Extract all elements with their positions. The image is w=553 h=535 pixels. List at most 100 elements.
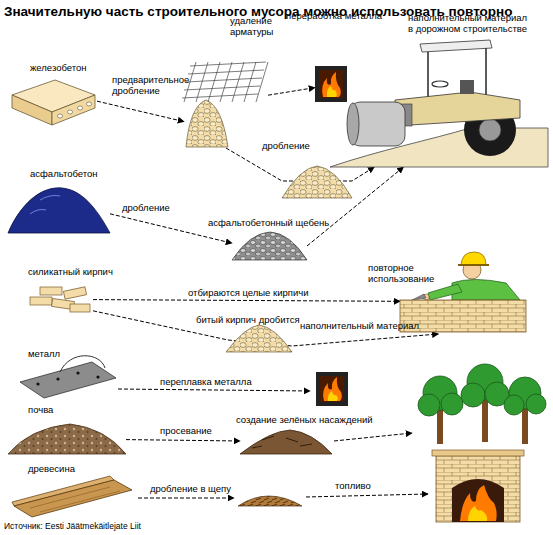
- hard-hat: [461, 252, 486, 265]
- tree-crown: [418, 394, 440, 416]
- material-node: асфальтобетонный щебень: [232, 232, 307, 260]
- roller-seat: [460, 80, 474, 94]
- soil-mound: [8, 424, 126, 454]
- tree-trunk: [482, 398, 488, 442]
- sheet-hole: [76, 371, 79, 374]
- material-node: удаление арматуры: [184, 60, 268, 148]
- drum-end: [347, 103, 359, 145]
- flow-arrow: [97, 101, 184, 121]
- material-node: асфальтобетон: [8, 185, 110, 233]
- flame: [328, 391, 338, 401]
- material-node: металл: [18, 362, 116, 398]
- material-node: наполнительный материал в дорожном строи…: [345, 42, 540, 167]
- edge-label: дробление: [122, 202, 192, 213]
- node-label: создание зелёных насаждений: [236, 414, 416, 425]
- slab-side: [12, 95, 52, 125]
- rebar-mesh: [182, 62, 268, 102]
- wheel-hub: [479, 119, 501, 141]
- node-label: наполнительный материал в дорожном строи…: [408, 12, 531, 34]
- node-label: металл: [28, 348, 108, 359]
- tree-crown: [461, 383, 485, 407]
- sheet-hole: [96, 375, 99, 378]
- slab-hole: [67, 110, 72, 114]
- wood-chip-pile: [238, 496, 302, 506]
- tree-crown: [504, 395, 524, 415]
- fireplace-opening: [452, 479, 504, 522]
- material-node: почва: [8, 422, 126, 454]
- brick: [63, 287, 86, 299]
- asphalt-highlight: [30, 196, 60, 215]
- process-label: переплавка металла: [160, 376, 280, 387]
- node-label: асфальтобетон: [30, 168, 120, 179]
- wood-grain: [30, 487, 120, 512]
- worker-arm: [428, 284, 462, 300]
- metal-sheet: [20, 362, 116, 398]
- trowel: [412, 294, 426, 300]
- broken-brick-pile: [226, 325, 292, 352]
- slab-hole: [86, 102, 91, 106]
- tree-trunk: [437, 408, 443, 444]
- node-label: почва: [28, 404, 108, 415]
- steering-wheel: [432, 81, 448, 87]
- asphalt-chip-pile: [232, 232, 307, 260]
- flow-arrow: [126, 440, 240, 441]
- furnace-frame: [316, 372, 348, 406]
- node-label: удаление арматуры: [230, 15, 285, 37]
- sheet-hole: [56, 377, 59, 380]
- node-label: повторное использование: [368, 262, 440, 284]
- crushed-pile: [282, 166, 352, 198]
- node-label: древесина: [28, 463, 118, 474]
- node-label: асфальтобетонный щебень: [208, 217, 348, 228]
- hat-brim: [458, 264, 489, 266]
- process-label: наполнительный материал: [300, 320, 430, 331]
- rubble-pile: [186, 100, 228, 147]
- slab-side: [52, 95, 95, 125]
- flow-arrow: [306, 494, 428, 497]
- flame: [460, 485, 497, 521]
- worker-body: [452, 280, 520, 301]
- sieved-soil: [240, 430, 332, 454]
- tree-crown: [441, 393, 463, 415]
- furnace-frame: [315, 66, 347, 102]
- flow-arrow: [138, 498, 234, 499]
- furnace-mouth: [320, 376, 344, 402]
- brick: [40, 287, 62, 295]
- flow-arrow: [93, 300, 400, 302]
- brick: [70, 304, 90, 312]
- roller-canopy: [420, 40, 492, 52]
- slab-hole: [77, 106, 82, 110]
- material-node: древесина: [8, 480, 133, 518]
- edge-label: дробление: [262, 140, 332, 151]
- flow-arrow: [268, 88, 315, 96]
- fireplace: [436, 454, 520, 522]
- metal-wire: [60, 356, 105, 372]
- material-node: переработка металла: [315, 66, 347, 102]
- process-label: дробление в щепу: [150, 483, 250, 494]
- slab-hole: [57, 114, 62, 118]
- material-node: повторное использование: [400, 248, 528, 334]
- edge-label: отбираются целые кирпичи: [188, 287, 338, 298]
- flame: [323, 377, 342, 401]
- material-node: силикатный кирпич: [28, 282, 93, 314]
- node-label: железобетон: [30, 62, 110, 73]
- flow-arrow: [118, 389, 310, 391]
- node-label: переработка металла: [286, 10, 396, 21]
- flame: [327, 86, 337, 97]
- material-node: железобетон: [10, 80, 97, 127]
- mantle: [432, 450, 524, 456]
- tree-crown: [526, 394, 546, 414]
- edge-label: предварительное дробление: [112, 74, 192, 96]
- flame: [468, 506, 487, 521]
- roller-body: [395, 92, 520, 126]
- material-node: создание зелёных насаждений: [240, 428, 332, 454]
- asphalt-mound: [8, 188, 110, 233]
- tree-trunk: [522, 408, 528, 444]
- node-label: силикатный кирпич: [28, 266, 138, 277]
- process-label: топливо: [335, 480, 395, 491]
- flow-arrow: [334, 433, 412, 441]
- plank: [14, 480, 132, 517]
- brick: [30, 297, 52, 305]
- sheet-hole: [36, 382, 39, 385]
- canopy-post: [428, 48, 486, 98]
